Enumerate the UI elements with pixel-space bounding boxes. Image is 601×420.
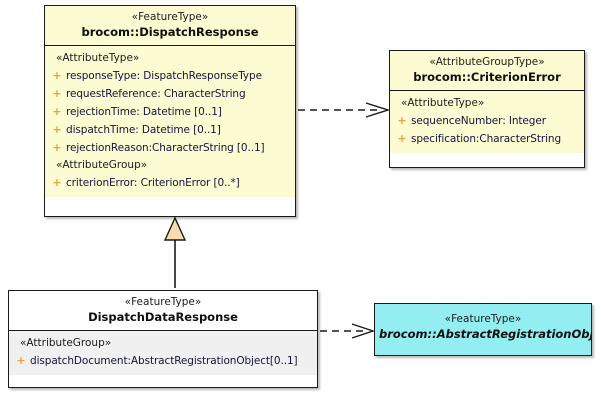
- class-body-dispatch-data-response: «AttributeGroup» + dispatchDocument:Abst…: [9, 331, 317, 375]
- class-box-criterion-error[interactable]: «AttributeGroupType» brocom::CriterionEr…: [389, 50, 585, 168]
- visibility-marker: +: [52, 69, 62, 82]
- attribute-group-label: «AttributeGroup»: [20, 337, 112, 349]
- attribute-label: rejectionTime: Datetime [0..1]: [66, 106, 222, 118]
- attribute-row[interactable]: + rejectionReason:CharacterString [0..1]: [48, 139, 292, 157]
- class-name: brocom::DispatchResponse: [81, 25, 259, 39]
- open-arrowhead-icon: [365, 102, 391, 118]
- visibility-marker: +: [16, 354, 26, 367]
- class-header-criterion-error: «AttributeGroupType» brocom::CriterionEr…: [390, 51, 584, 91]
- attribute-label: dispatchTime: Datetime [0..1]: [66, 124, 221, 136]
- attribute-row[interactable]: + criterionError: CriterionError [0..*]: [48, 174, 292, 192]
- attribute-group-label: «AttributeType»: [56, 52, 140, 64]
- class-box-dispatch-response[interactable]: «FeatureType» brocom::DispatchResponse «…: [44, 5, 296, 217]
- visibility-marker: +: [397, 114, 407, 127]
- attribute-row[interactable]: + specification:CharacterString: [393, 130, 581, 148]
- attribute-label: requestReference: CharacterString: [66, 88, 246, 100]
- attribute-label: criterionError: CriterionError [0..*]: [66, 177, 240, 189]
- class-stereotype: «FeatureType»: [124, 296, 202, 308]
- visibility-marker: +: [52, 123, 62, 136]
- class-name: DispatchDataResponse: [88, 310, 238, 324]
- class-body-dispatch-response: «AttributeType» + responseType: Dispatch…: [45, 46, 295, 197]
- dependency-dispatchdataresponse-abstractregistrationobject: [320, 323, 376, 339]
- attribute-label: sequenceNumber: Integer: [411, 115, 546, 127]
- attribute-label: dispatchDocument:AbstractRegistrationObj…: [30, 355, 298, 367]
- attribute-row[interactable]: + rejectionTime: Datetime [0..1]: [48, 103, 292, 121]
- attribute-row[interactable]: + responseType: DispatchResponseType: [48, 67, 292, 85]
- dependency-dispatchresponse-criterionerror: [298, 102, 391, 118]
- class-box-abstract-registration-object[interactable]: «FeatureType» brocom::AbstractRegistrati…: [374, 303, 592, 356]
- attribute-row[interactable]: + dispatchDocument:AbstractRegistrationO…: [12, 352, 314, 370]
- hollow-triangle-icon: [163, 216, 187, 241]
- generalization-dispatchdataresponse-dispatchresponse: [163, 216, 187, 288]
- attribute-group-label: «AttributeGroup»: [56, 159, 148, 171]
- visibility-marker: +: [52, 105, 62, 118]
- attribute-row[interactable]: + sequenceNumber: Integer: [393, 112, 581, 130]
- attribute-label: responseType: DispatchResponseType: [66, 70, 262, 82]
- attribute-label: specification:CharacterString: [411, 133, 562, 145]
- class-box-dispatch-data-response[interactable]: «FeatureType» DispatchDataResponse «Attr…: [8, 290, 318, 388]
- class-header-abstract-registration-object: «FeatureType» brocom::AbstractRegistrati…: [375, 304, 591, 355]
- class-header-dispatch-data-response: «FeatureType» DispatchDataResponse: [9, 291, 317, 331]
- class-stereotype: «FeatureType»: [131, 11, 209, 23]
- visibility-marker: +: [52, 87, 62, 100]
- class-stereotype: «AttributeGroupType»: [429, 56, 545, 68]
- class-header-dispatch-response: «FeatureType» brocom::DispatchResponse: [45, 6, 295, 46]
- class-name: brocom::CriterionError: [413, 70, 561, 84]
- visibility-marker: +: [52, 141, 62, 154]
- class-body-criterion-error: «AttributeType» + sequenceNumber: Intege…: [390, 91, 584, 153]
- attribute-group-label: «AttributeType»: [401, 97, 485, 109]
- attribute-label: rejectionReason:CharacterString [0..1]: [66, 142, 265, 154]
- class-stereotype: «FeatureType»: [444, 313, 522, 325]
- visibility-marker: +: [52, 176, 62, 189]
- attribute-row[interactable]: + dispatchTime: Datetime [0..1]: [48, 121, 292, 139]
- visibility-marker: +: [397, 132, 407, 145]
- class-name: brocom::AbstractRegistrationObject: [379, 327, 592, 341]
- attribute-row[interactable]: + requestReference: CharacterString: [48, 85, 292, 103]
- open-arrowhead-icon: [351, 323, 376, 339]
